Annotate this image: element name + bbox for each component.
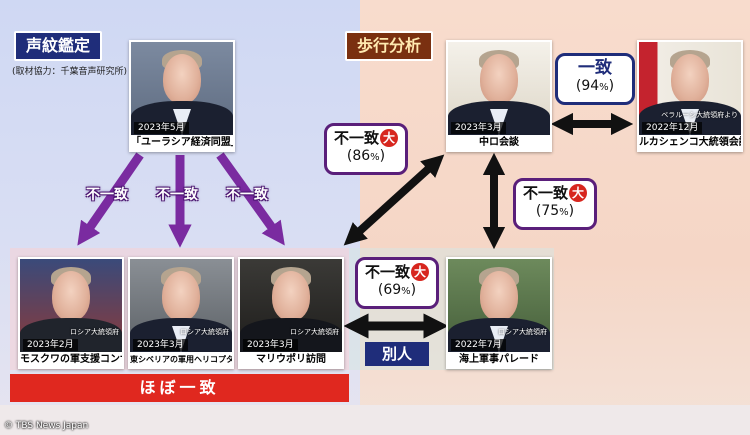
arrow-eurasia-mariupol [216,152,285,246]
bottom-strip [0,405,750,435]
face-moscow [52,271,90,321]
bubble-75-pct: (75%) [535,203,575,219]
research-credit: (取材協力：千葉音声研究所) [12,67,128,77]
photo-parade: ロシア大統領府 2022年7月 [448,259,550,352]
face-siberia [162,271,200,321]
date-lukashenko: 2022年12月 [642,122,703,134]
card-eurasia-summit: 2023年5月 「ユーラシア経済同盟」首脳会議 [129,40,235,152]
caption-lukashenko: ルカシェンコ大統領会談 [639,135,741,150]
photo-lukashenko: ベラルーシ大統領府より 2022年12月 [639,42,741,135]
bubble-mismatch-75: 不一致大 (75%) [513,178,597,230]
photo-china: 2023年3月 [448,42,550,135]
card-naval-parade: ロシア大統領府 2022年7月 海上軍事パレード [446,257,552,369]
date-siberia: 2023年3月 [133,339,188,351]
face-lukashenko [671,54,709,104]
card-moscow-concert: ロシア大統領府 2023年2月 モスクワの軍支援コンサート [18,257,124,369]
big-mark-86: 大 [380,129,398,147]
caption-parade: 海上軍事パレード [448,352,550,367]
caption-moscow: モスクワの軍支援コンサート [20,352,122,367]
date-mariupol: 2023年3月 [243,339,298,351]
mismatch-label-siberia: 不一致 [156,187,198,203]
bubble-match-label: 一致 [578,58,612,78]
source-parade: ロシア大統領府 [498,328,547,336]
date-parade: 2022年7月 [451,339,506,351]
card-lukashenko-talks: ベラルーシ大統領府より 2022年12月 ルカシェンコ大統領会談 [637,40,743,152]
bubble-86-pct: (86%) [346,148,386,164]
mismatch-label-moscow: 不一致 [86,187,128,203]
card-china-russia-talks: 2023年3月 中ロ会談 [446,40,552,152]
caption-eurasia: 「ユーラシア経済同盟」首脳会議 [131,135,233,150]
face-eurasia [163,54,201,104]
caption-mariupol: マリウポリ訪問 [240,352,342,367]
bubble-86-label: 不一致 [333,129,379,147]
photo-moscow: ロシア大統領府 2023年2月 [20,259,122,352]
date-china: 2023年3月 [451,122,506,134]
photo-siberia: ロシア大統領府 2023年3月 [130,259,232,352]
bubble-69-label: 不一致 [364,263,410,281]
source-lukashenko: ベラルーシ大統領府より [661,111,738,119]
mismatch-label-mariupol: 不一致 [226,187,268,203]
date-moscow: 2023年2月 [23,339,78,351]
source-siberia: ロシア大統領府 [180,328,229,336]
tbs-watermark: © TBS News Japan [4,421,89,431]
big-mark-75: 大 [569,184,587,202]
face-china [480,54,518,104]
face-mariupol [272,271,310,321]
bubble-match-pct: (94%) [575,78,615,94]
face-parade [480,271,518,321]
source-moscow: ロシア大統領府 [70,328,119,336]
card-mariupol-visit: ロシア大統領府 2023年3月 マリウポリ訪問 [238,257,344,369]
voice-analysis-label: 声紋鑑定 [14,31,103,61]
date-eurasia: 2023年5月 [134,122,189,134]
big-mark-69: 大 [411,263,429,281]
bubble-69-pct: (69%) [377,282,417,298]
card-siberia-factory: ロシア大統領府 2023年3月 東シベリアの軍用ヘリコプター工場視察 [128,257,234,369]
caption-siberia: 東シベリアの軍用ヘリコプター工場視察 [130,352,232,367]
walk-analysis-label: 歩行分析 [345,31,434,61]
photo-eurasia: 2023年5月 [131,42,233,135]
bubble-75-label: 不一致 [522,184,568,202]
arrow-eurasia-moscow [77,152,144,246]
caption-china: 中ロ会談 [448,135,550,150]
bubble-match-94: 一致 (94%) [555,53,635,105]
bubble-mismatch-69: 不一致大 (69%) [355,257,439,309]
different-person-label: 別人 [365,342,429,366]
source-mariupol: ロシア大統領府 [290,328,339,336]
photo-mariupol: ロシア大統領府 2023年3月 [240,259,342,352]
almost-match-banner: ほぼ一致 [10,374,349,402]
arrow-china-mariupol [343,154,445,246]
bubble-mismatch-86: 不一致大 (86%) [324,123,408,175]
